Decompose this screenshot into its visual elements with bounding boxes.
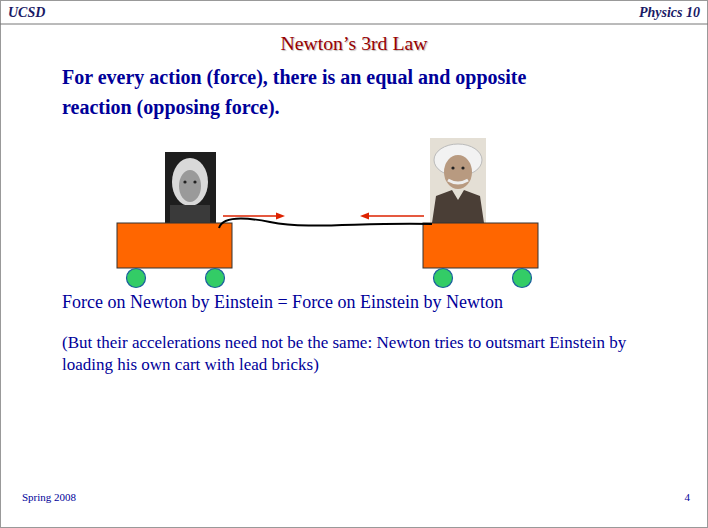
newton-cart [117,223,232,268]
slide-title: Newton’s 3rd Law [0,30,708,56]
footer-text: Spring 2008 [22,490,142,504]
cart-wheels [127,269,532,288]
note-text: (But their accelerations need not be the… [62,332,657,376]
force-arrow [223,213,285,220]
rope [219,219,432,228]
einstein-cart [423,223,538,268]
force-equation: Force on Newton by Einstein = Force on E… [62,292,682,313]
header-text: UCSD [8,4,128,21]
page-number: 4 [640,490,690,504]
header-text: Physics 10 [560,4,700,21]
header-rule [0,24,708,25]
force-arrow [360,213,424,220]
einstein-portrait [430,138,486,223]
newton-portrait [165,152,216,223]
law-statement: For every action (force), there is an eq… [62,62,582,122]
